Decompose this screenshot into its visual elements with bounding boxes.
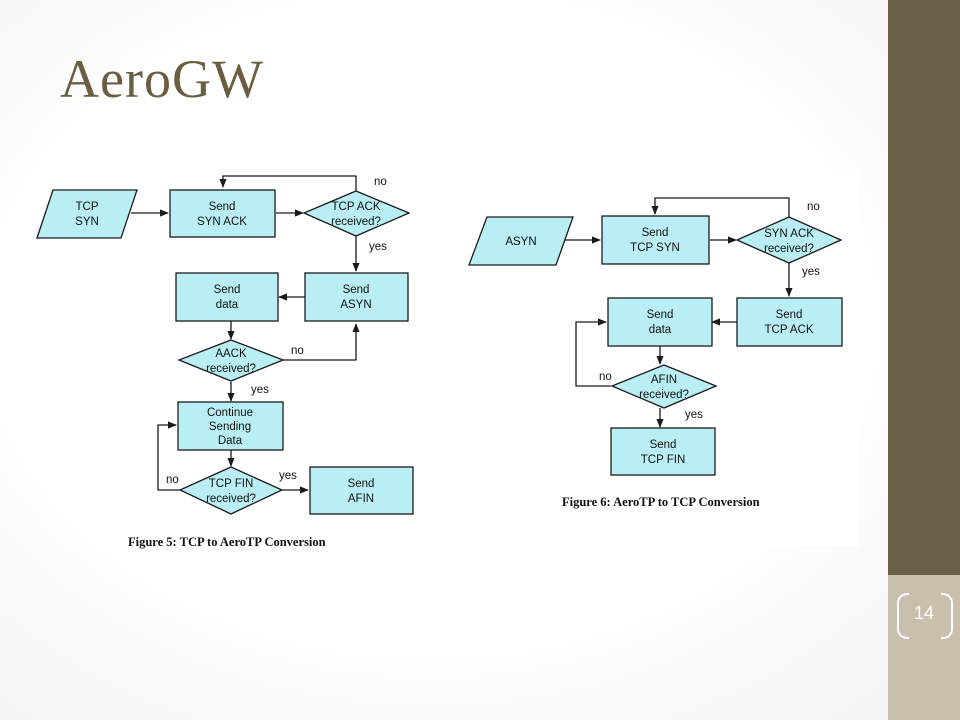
- figure5-edges: [131, 175, 360, 494]
- svg-text:Send: Send: [776, 309, 803, 321]
- svg-text:Send: Send: [343, 284, 370, 296]
- svg-text:received?: received?: [639, 389, 689, 401]
- edge-label-yes-2: yes: [685, 409, 703, 421]
- edge-no-to-sendasyn: [283, 323, 360, 361]
- svg-text:TCP ACK: TCP ACK: [765, 324, 814, 336]
- svg-text:TCP FIN: TCP FIN: [209, 478, 254, 490]
- svg-text:TCP ACK: TCP ACK: [332, 201, 381, 213]
- node-asyn: ASYN: [468, 216, 574, 266]
- edge-label-no-1: no: [374, 176, 387, 188]
- figure5: TCP SYN Send SYN ACK TCP ACK received? S…: [36, 175, 414, 549]
- node-send-tcp-fin: Send TCP FIN: [610, 427, 716, 476]
- svg-text:SYN ACK: SYN ACK: [764, 228, 814, 240]
- svg-text:Send: Send: [214, 284, 241, 296]
- edge-label-no-2: no: [599, 371, 612, 383]
- edge-label-no-2: no: [291, 345, 304, 357]
- svg-text:TCP: TCP: [76, 201, 99, 213]
- node-syn-ack-received: SYN ACK received?: [735, 216, 843, 264]
- figure6-caption: Figure 6: AeroTP to TCP Conversion: [562, 495, 760, 509]
- svg-text:Data: Data: [218, 435, 243, 447]
- svg-text:ASYN: ASYN: [505, 236, 536, 248]
- page-number-bracket-left: [897, 593, 909, 639]
- svg-text:received?: received?: [331, 216, 381, 228]
- node-tcp-fin-received: TCP FIN received?: [178, 466, 284, 515]
- svg-text:received?: received?: [206, 493, 256, 505]
- edge-no-loop-1: [219, 175, 357, 191]
- edge-no-loop-2: [575, 318, 611, 387]
- svg-text:received?: received?: [764, 243, 814, 255]
- edge-label-no-3: no: [166, 474, 179, 486]
- edge-no-loop-1: [651, 197, 790, 217]
- svg-text:AFIN: AFIN: [348, 493, 374, 505]
- svg-text:Send: Send: [209, 201, 236, 213]
- node-send-data: Send data: [607, 297, 713, 347]
- node-send-tcp-ack: Send TCP ACK: [736, 297, 843, 347]
- node-send-syn-ack: Send SYN ACK: [169, 189, 276, 238]
- node-aack-received: AACK received?: [177, 339, 285, 382]
- node-tcp-syn: TCP SYN: [36, 189, 138, 239]
- edge-no-loop-3: [157, 421, 180, 491]
- svg-text:Send: Send: [650, 439, 677, 451]
- svg-text:TCP FIN: TCP FIN: [641, 454, 686, 466]
- svg-text:TCP SYN: TCP SYN: [630, 242, 680, 254]
- svg-text:AACK: AACK: [215, 348, 247, 360]
- node-send-tcp-syn: Send TCP SYN: [601, 215, 710, 265]
- svg-text:ASYN: ASYN: [340, 299, 371, 311]
- svg-text:data: data: [216, 299, 239, 311]
- edge-label-yes-3: yes: [279, 470, 297, 482]
- node-afin-received: AFIN received?: [610, 364, 718, 409]
- node-continue-sending-data: Continue Sending Data: [177, 401, 284, 451]
- slide-title: AeroGW: [60, 49, 264, 109]
- node-tcp-ack-received: TCP ACK received?: [302, 190, 411, 237]
- svg-text:SYN ACK: SYN ACK: [197, 216, 247, 228]
- svg-text:Send: Send: [348, 478, 375, 490]
- page-number: 14: [913, 602, 935, 623]
- svg-text:Sending: Sending: [209, 421, 251, 433]
- page-number-bracket-right: [941, 593, 953, 639]
- svg-text:Continue: Continue: [207, 407, 253, 419]
- edge-label-yes-1: yes: [802, 266, 820, 278]
- node-send-afin: Send AFIN: [309, 466, 414, 515]
- svg-text:received?: received?: [206, 363, 256, 375]
- svg-text:data: data: [649, 324, 672, 336]
- svg-text:AFIN: AFIN: [651, 374, 677, 386]
- node-send-asyn: Send ASYN: [304, 272, 409, 322]
- edge-label-no-1: no: [807, 201, 820, 213]
- edge-label-yes-2: yes: [251, 384, 269, 396]
- svg-text:Send: Send: [642, 227, 669, 239]
- svg-text:SYN: SYN: [75, 216, 99, 228]
- figure6: ASYN Send TCP SYN SYN ACK received? Send…: [468, 197, 843, 509]
- edge-label-yes-1: yes: [369, 241, 387, 253]
- figure5-caption: Figure 5: TCP to AeroTP Conversion: [128, 535, 326, 549]
- svg-text:Send: Send: [647, 309, 674, 321]
- flowcharts: TCP SYN Send SYN ACK TCP ACK received? S…: [36, 175, 843, 549]
- figure6-edges: [565, 197, 793, 428]
- node-send-data: Send data: [175, 272, 279, 322]
